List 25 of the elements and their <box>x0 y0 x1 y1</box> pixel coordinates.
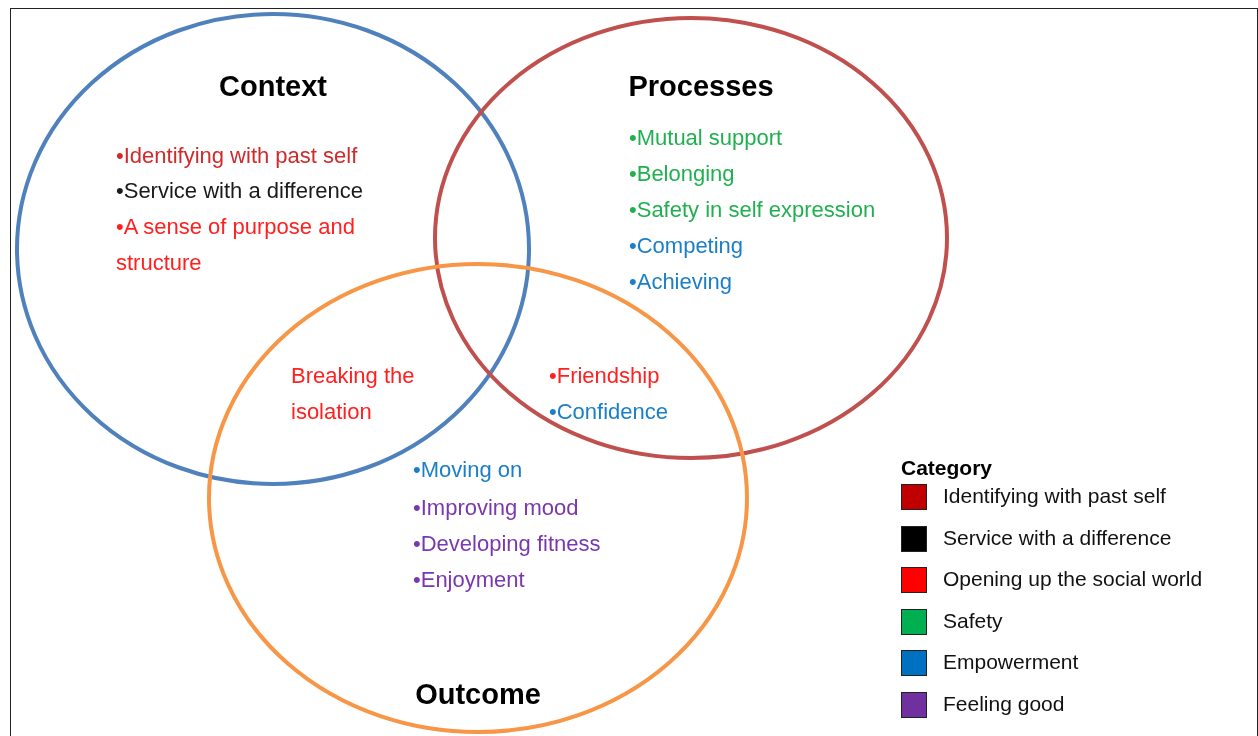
bullet-item: •Moving on <box>413 456 523 484</box>
legend-text: Identifying with past self <box>943 484 1166 508</box>
bullet-item: •Confidence <box>549 398 668 426</box>
legend-title: Category <box>901 455 993 481</box>
legend-text: Empowerment <box>943 650 1079 674</box>
bullet-item: •Safety in self expression <box>629 196 876 224</box>
region-label: Breaking the isolation <box>291 362 416 426</box>
legend-text: Opening up the social world <box>943 567 1203 591</box>
bullet-item: •Achieving <box>629 268 733 296</box>
circle-heading: Context <box>218 69 328 104</box>
bullet-item: •Belonging <box>629 160 735 188</box>
bullet-item: •Friendship <box>549 362 660 390</box>
bullet-item: •Identifying with past self <box>116 142 358 170</box>
bullet-item: •Improving mood <box>413 494 579 522</box>
circle-heading: Outcome <box>414 677 542 712</box>
bullet-item: •Developing fitness <box>413 530 601 558</box>
bullet-item: •Mutual support <box>629 124 783 152</box>
bullet-item: •Service with a difference <box>116 177 363 205</box>
bullet-item: •Enjoyment <box>413 566 525 594</box>
bullet-item: •A sense of purpose and structure <box>116 213 356 277</box>
circle-heading: Processes <box>627 69 775 104</box>
legend-text: Service with a difference <box>943 525 1172 550</box>
legend-text: Safety <box>943 608 1003 633</box>
legend-text: Feeling good <box>943 691 1065 716</box>
bullet-item: •Competing <box>629 232 744 260</box>
